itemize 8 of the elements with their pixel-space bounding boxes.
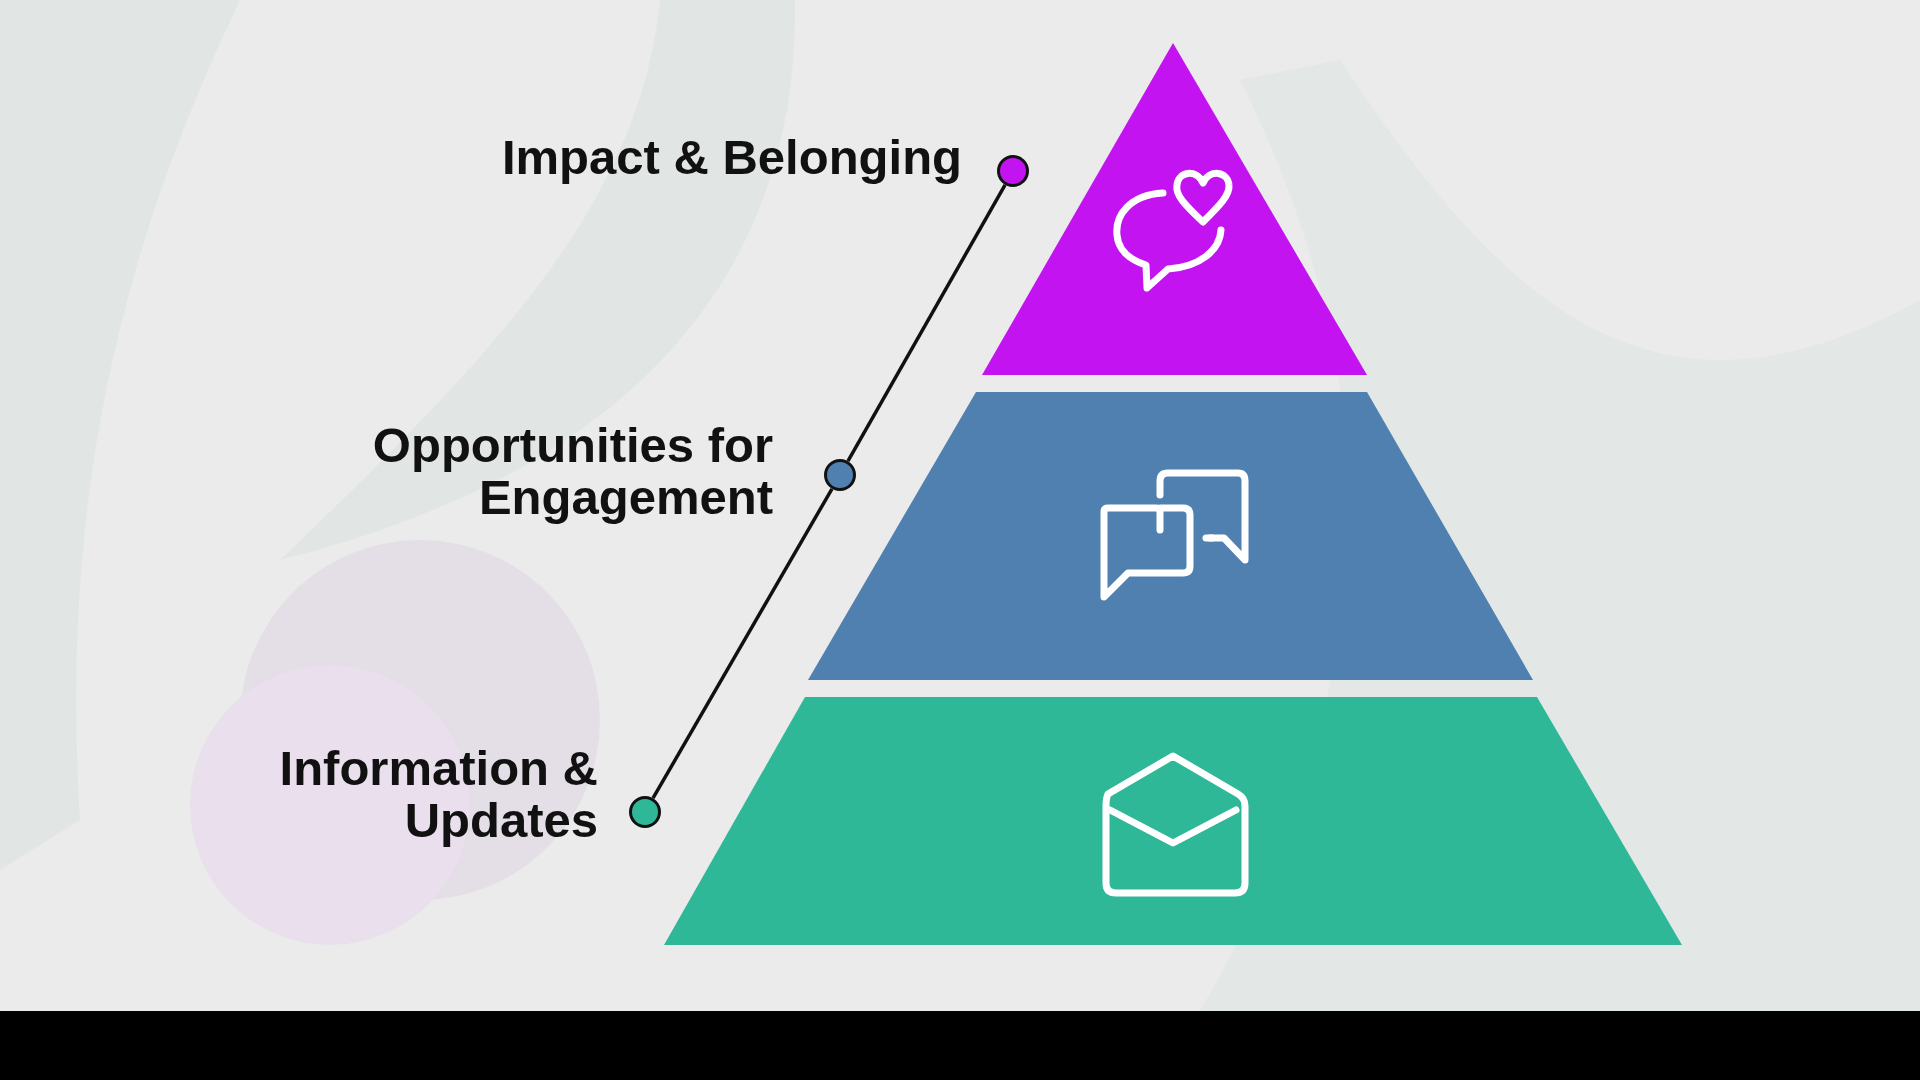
connector-dot (629, 796, 661, 828)
connector-dot (824, 459, 856, 491)
tier-label: Impact & Belonging (500, 131, 962, 183)
tier-label: Opportunities for Engagement (371, 419, 773, 523)
connector-line (846, 184, 1007, 462)
tier-label: Information & Updates (278, 742, 598, 846)
connector-line (651, 487, 834, 800)
connector-dot (997, 155, 1029, 187)
